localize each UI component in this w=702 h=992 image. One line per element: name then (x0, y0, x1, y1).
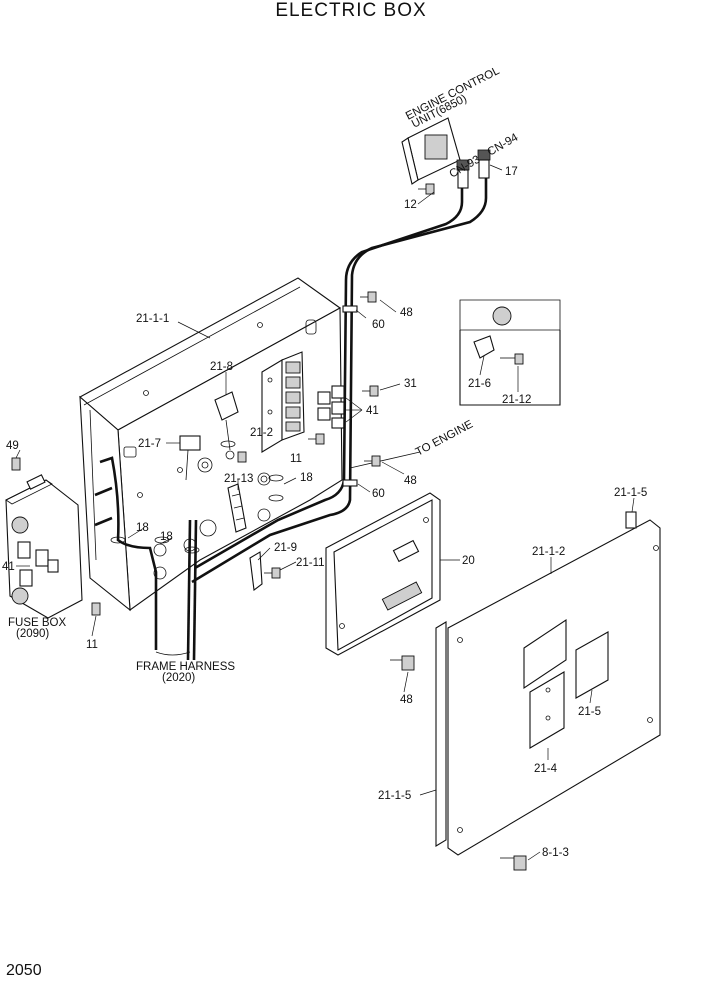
to-engine-label: TO ENGINE (414, 418, 476, 458)
callout-21-13: 21-13 (224, 473, 253, 485)
callout-21-5: 21-5 (578, 706, 601, 718)
callout-8-1-3: 8-1-3 (542, 847, 569, 859)
callout-11-box: 11 (290, 453, 302, 465)
leader-lines (15, 164, 635, 861)
callout-21-7: 21-7 (138, 438, 161, 450)
relay-block (261, 351, 305, 453)
control-module-plate (325, 492, 441, 656)
callout-12: 12 (404, 199, 417, 211)
clip-upper (342, 305, 358, 313)
callout-20: 20 (462, 555, 475, 567)
fuse-strip (227, 483, 247, 533)
callout-49: 49 (6, 440, 19, 452)
callout-60-upper: 60 (372, 319, 385, 331)
callout-21-12: 21-12 (502, 394, 531, 406)
fuse-box-label: FUSE BOX (8, 617, 66, 629)
connector-label-cn94: CN-94 (486, 131, 521, 158)
callout-17: 17 (505, 166, 518, 178)
callout-21-4: 21-4 (534, 763, 558, 775)
callout-48-middle: 48 (404, 475, 417, 487)
bracket-21-9 (249, 551, 263, 592)
callout-18-box: 18 (300, 472, 313, 484)
callout-21-2: 21-2 (250, 427, 273, 439)
callout-18-left: 18 (136, 522, 149, 534)
callout-21-6: 21-6 (468, 378, 491, 390)
component-21-7 (179, 435, 213, 481)
clip-lower (342, 479, 358, 487)
relay-group (317, 385, 345, 429)
page-number: 2050 (6, 962, 42, 979)
frame-harness-label: FRAME HARNESS (136, 661, 235, 673)
fuse-box (5, 474, 83, 619)
detail-inset (459, 299, 561, 406)
callout-41-relays: 41 (366, 405, 379, 417)
bolts (11, 183, 527, 871)
engine-control-unit: ENGINE CONTROL UNIT(6850) CN-93 CN-94 (401, 65, 521, 189)
component-21-8 (214, 391, 239, 460)
fuse-box-ref: (2090) (16, 628, 49, 640)
callout-41-fusebox: 41 (2, 561, 15, 573)
callout-48-lower: 48 (400, 694, 413, 706)
cover-plate (435, 511, 661, 856)
callout-31: 31 (404, 378, 417, 390)
callout-21-1-5-bottom: 21-1-5 (378, 790, 411, 802)
callout-60-lower: 60 (372, 488, 385, 500)
frame-harness-ref: (2020) (162, 672, 195, 684)
callout-48-upper: 48 (400, 307, 413, 319)
callout-11-fusebox: 11 (86, 639, 98, 651)
ecu-label-line1: ENGINE CONTROL (404, 65, 502, 123)
callout-21-1-2: 21-1-2 (532, 546, 565, 558)
callout-18-center: 18 (160, 531, 173, 543)
page-title: ELECTRIC BOX (275, 0, 427, 21)
callout-21-9: 21-9 (274, 542, 297, 554)
wiring-harness (94, 178, 488, 661)
callout-21-11: 21-11 (296, 557, 325, 569)
callout-21-1-1: 21-1-1 (136, 313, 169, 325)
callout-21-1-5-top: 21-1-5 (614, 487, 647, 499)
callout-21-8: 21-8 (210, 361, 233, 373)
